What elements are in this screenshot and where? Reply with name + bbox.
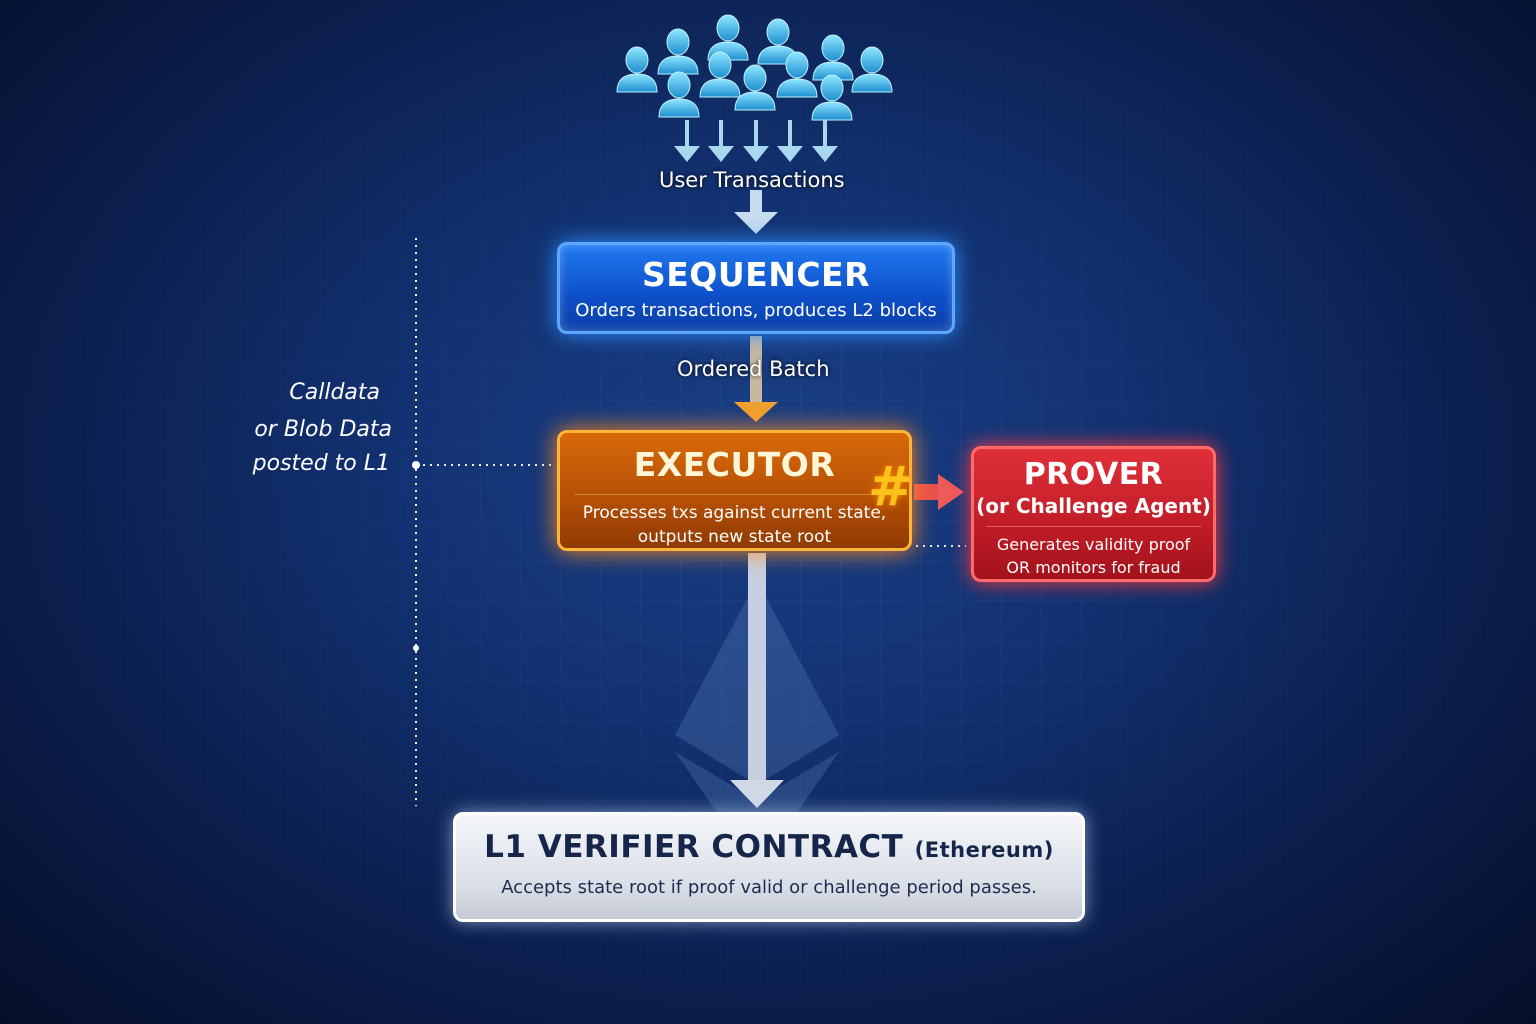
prover-node: PROVER (or Challenge Agent) Generates va… (971, 446, 1216, 582)
user-icon (734, 64, 776, 111)
down-arrow-icon (674, 120, 700, 162)
user-arrows (674, 120, 838, 162)
user-icon (776, 51, 818, 98)
user-icon (657, 28, 699, 75)
user-icon (658, 71, 700, 118)
data-posting-connector (415, 238, 966, 806)
side-note-line: or Blob Data (254, 417, 392, 442)
executor-node: EXECUTOR Processes txs against current s… (557, 430, 912, 551)
user-icon (812, 34, 854, 81)
side-note-line: Calldata (289, 380, 380, 405)
sequencer-node: SEQUENCER Orders transactions, produces … (557, 242, 955, 334)
hash-icon: # (868, 455, 914, 518)
ordered-batch-label: Ordered Batch (677, 357, 830, 381)
down-arrow-icon (777, 120, 803, 162)
user-icon (811, 74, 853, 121)
connector-dot (412, 461, 420, 469)
arrow-to-prover-icon (914, 474, 964, 510)
arrow-to-executor-icon (734, 336, 778, 422)
user-transactions-label: User Transactions (659, 168, 845, 192)
connector-dot (413, 645, 419, 651)
down-arrow-icon (743, 120, 769, 162)
user-icon (616, 46, 658, 93)
verifier-title: L1 VERIFIER CONTRACT (484, 829, 904, 865)
prover-subtitle: (or Challenge Agent) (976, 494, 1211, 518)
prover-title: PROVER (1023, 457, 1164, 492)
executor-description-line: outputs new state root (637, 527, 832, 547)
verifier-network: (Ethereum) (914, 838, 1054, 862)
side-note: Calldata or Blob Data posted to L1 (250, 374, 392, 480)
arrow-to-sequencer-icon (734, 190, 778, 234)
user-group-icon (616, 14, 893, 121)
down-arrow-icon (708, 120, 734, 162)
user-icon (851, 46, 893, 93)
prover-description-line: OR monitors for fraud (1006, 558, 1181, 577)
executor-description: Processes txs against current state, out… (574, 494, 895, 549)
down-arrow-icon (812, 120, 838, 162)
arrow-to-verifier-icon (730, 553, 784, 808)
side-note-line: posted to L1 (252, 451, 390, 476)
verifier-description: Accepts state root if proof valid or cha… (501, 877, 1037, 898)
sequencer-description: Orders transactions, produces L2 blocks (575, 300, 937, 321)
prover-description-line: Generates validity proof (996, 535, 1191, 554)
executor-description-line: Processes txs against current state, (582, 503, 887, 523)
prover-description: Generates validity proof OR monitors for… (986, 526, 1201, 579)
l1-verifier-node: L1 VERIFIER CONTRACT (Ethereum) Accepts … (453, 812, 1085, 922)
user-icon (699, 51, 741, 98)
executor-title: EXECUTOR (633, 445, 836, 484)
sequencer-title: SEQUENCER (642, 255, 870, 294)
